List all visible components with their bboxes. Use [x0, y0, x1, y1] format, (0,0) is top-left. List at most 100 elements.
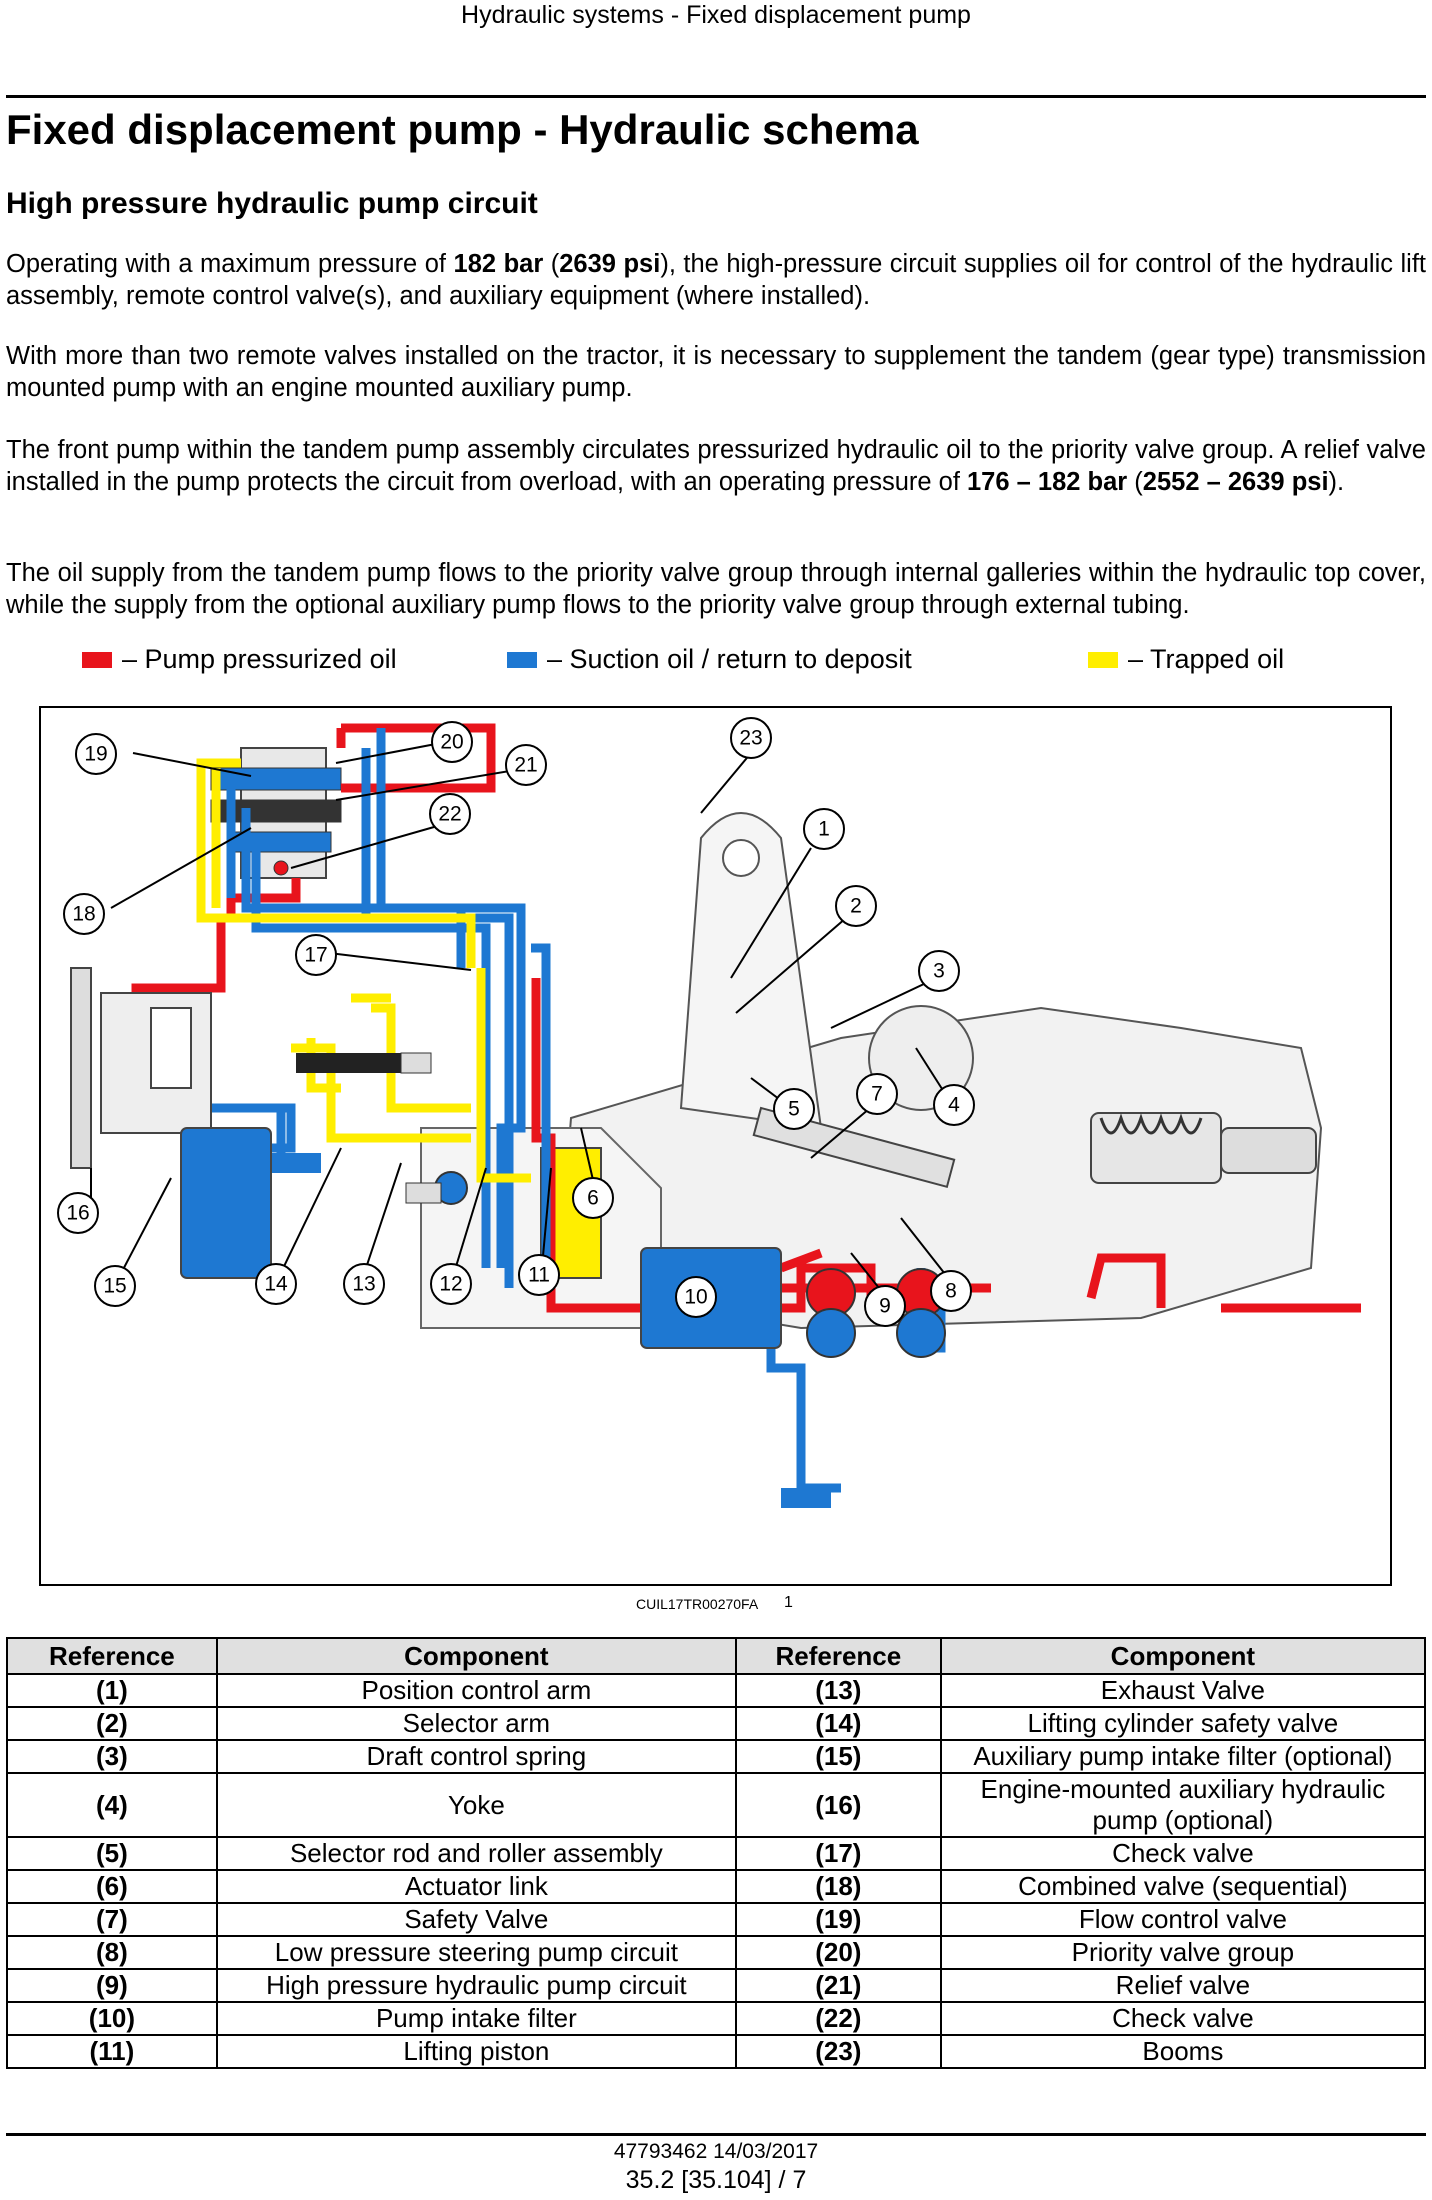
- callout-13: 13: [343, 1263, 385, 1305]
- paragraph-3: The front pump within the tandem pump as…: [6, 434, 1426, 498]
- component-cell: Lifting piston: [215, 2034, 737, 2069]
- callout-15: 15: [94, 1265, 136, 1307]
- leader-lines: [90, 742, 957, 1304]
- ref-cell: (3): [6, 1739, 218, 1774]
- table-row: (5)Selector rod and roller assembly(17)C…: [6, 1836, 1427, 1871]
- ref-cell: (17): [734, 1836, 942, 1871]
- component-cell: Yoke: [215, 1772, 737, 1838]
- svg-text:12: 12: [439, 1273, 462, 1296]
- legend: – Pump pressurized oil – Suction oil / r…: [0, 644, 1432, 680]
- callout-21: 21: [505, 744, 547, 786]
- svg-text:3: 3: [933, 960, 945, 983]
- ref-cell: (2): [6, 1706, 218, 1741]
- yoke: [1220, 1127, 1317, 1174]
- component-cell: Pump intake filter: [215, 2001, 737, 2036]
- callout-22: 22: [429, 793, 471, 835]
- booms-pivot: [722, 839, 760, 877]
- paragraph-4: The oil supply from the tandem pump flow…: [6, 559, 1426, 619]
- svg-text:20: 20: [440, 731, 463, 754]
- callout-17: 17: [295, 934, 337, 976]
- callout-10: 10: [675, 1276, 717, 1318]
- component-cell: Exhaust Valve: [939, 1673, 1427, 1708]
- svg-text:4: 4: [948, 1094, 960, 1117]
- header-component: Component: [939, 1637, 1427, 1675]
- ref-cell: (10): [6, 2001, 218, 2036]
- callout-8: 8: [930, 1270, 972, 1312]
- component-cell: Selector arm: [215, 1706, 737, 1741]
- svg-text:16: 16: [66, 1202, 89, 1225]
- pressure-psi-value: 2639 psi: [559, 250, 661, 278]
- component-cell: Relief valve: [939, 1968, 1427, 2003]
- figure-code: CUIL17TR00270FA: [636, 1596, 759, 1612]
- component-cell: Draft control spring: [215, 1739, 737, 1774]
- component-cell: Position control arm: [215, 1673, 737, 1708]
- ref-cell: (21): [734, 1968, 942, 2003]
- header-reference: Reference: [734, 1637, 942, 1675]
- ref-cell: (14): [734, 1706, 942, 1741]
- callout-3: 3: [918, 950, 960, 992]
- svg-text:19: 19: [84, 743, 107, 766]
- component-cell: Priority valve group: [939, 1935, 1427, 1970]
- ref-cell: (20): [734, 1935, 942, 1970]
- legend-item-trapped: – Trapped oil: [1088, 644, 1284, 675]
- svg-text:21: 21: [514, 754, 537, 777]
- component-cell: Booms: [939, 2034, 1427, 2069]
- component-cell: Selector rod and roller assembly: [215, 1836, 737, 1871]
- paragraph-1: Operating with a maximum pressure of 182…: [6, 248, 1426, 312]
- combined-valve-spring: [400, 1052, 432, 1074]
- ref-cell: (4): [6, 1772, 218, 1838]
- svg-text:9: 9: [879, 1295, 891, 1318]
- legend-swatch-blue: [507, 651, 537, 668]
- svg-text:15: 15: [103, 1275, 126, 1298]
- auxiliary-intake-filter: [180, 1127, 272, 1279]
- return-tank-left: [266, 1153, 321, 1173]
- component-cell: Auxiliary pump intake filter (optional): [939, 1739, 1427, 1774]
- component-cell: Low pressure steering pump circuit: [215, 1935, 737, 1970]
- hydraulic-schema-figure: 1 2 3 4 5 6 7 8 9 10 11 12 13 14 15 16 1…: [39, 706, 1392, 1586]
- page-reference: 35.2 [35.104] / 7: [625, 2166, 807, 2194]
- callout-7: 7: [856, 1073, 898, 1115]
- ref-cell: (11): [6, 2034, 218, 2069]
- component-cell: Flow control valve: [939, 1902, 1427, 1937]
- ref-cell: (1): [6, 1673, 218, 1708]
- paragraph-3-text-c: (: [1127, 468, 1143, 496]
- table-row: (3)Draft control spring(15)Auxiliary pum…: [6, 1739, 1427, 1774]
- ref-cell: (18): [734, 1869, 942, 1904]
- callout-group: 1 2 3 4 5 6 7 8 9 10 11 12 13 14 15 16 1…: [57, 717, 975, 1327]
- ref-cell: (22): [734, 2001, 942, 2036]
- legend-label: – Suction oil / return to deposit: [547, 644, 912, 674]
- svg-text:13: 13: [352, 1273, 375, 1296]
- table-row: (6)Actuator link(18)Combined valve (sequ…: [6, 1869, 1427, 1904]
- svg-text:2: 2: [850, 895, 862, 918]
- component-cell: Check valve: [939, 1836, 1427, 1871]
- callout-19: 19: [75, 733, 117, 775]
- paragraph-3-text-a: The front pump within the tandem pump as…: [6, 436, 1426, 496]
- page-title: Fixed displacement pump - Hydraulic sche…: [6, 106, 919, 153]
- component-cell: Lifting cylinder safety valve: [939, 1706, 1427, 1741]
- component-cell: Safety Valve: [215, 1902, 737, 1937]
- draft-control-spring-housing: [1090, 1112, 1222, 1184]
- svg-text:7: 7: [871, 1083, 883, 1106]
- table-row: (1)Position control arm(13)Exhaust Valve: [6, 1673, 1427, 1708]
- paragraph-3-text-e: ).: [1328, 468, 1345, 496]
- relief-pressure-bar: 176 – 182 bar: [967, 468, 1128, 496]
- legend-label: – Trapped oil: [1128, 644, 1285, 674]
- ref-cell: (19): [734, 1902, 942, 1937]
- svg-text:1: 1: [818, 818, 830, 841]
- header-reference: Reference: [6, 1637, 218, 1675]
- callout-14: 14: [255, 1263, 297, 1305]
- reference-table: Reference Component Reference Component …: [6, 1637, 1427, 2069]
- svg-text:22: 22: [438, 803, 461, 826]
- paragraph-1-text-c: (: [543, 250, 560, 278]
- ref-cell: (13): [734, 1673, 942, 1708]
- svg-text:6: 6: [587, 1187, 599, 1210]
- callout-5: 5: [773, 1088, 815, 1130]
- return-tank-bottom: [781, 1488, 831, 1508]
- pressure-bar-value: 182 bar: [453, 250, 544, 278]
- component-cell: Actuator link: [215, 1869, 737, 1904]
- table-row: (7)Safety Valve(19)Flow control valve: [6, 1902, 1427, 1937]
- callout-18: 18: [63, 893, 105, 935]
- table-row: (10)Pump intake filter(22)Check valve: [6, 2001, 1427, 2036]
- ref-cell: (15): [734, 1739, 942, 1774]
- component-cell: High pressure hydraulic pump circuit: [215, 1968, 737, 2003]
